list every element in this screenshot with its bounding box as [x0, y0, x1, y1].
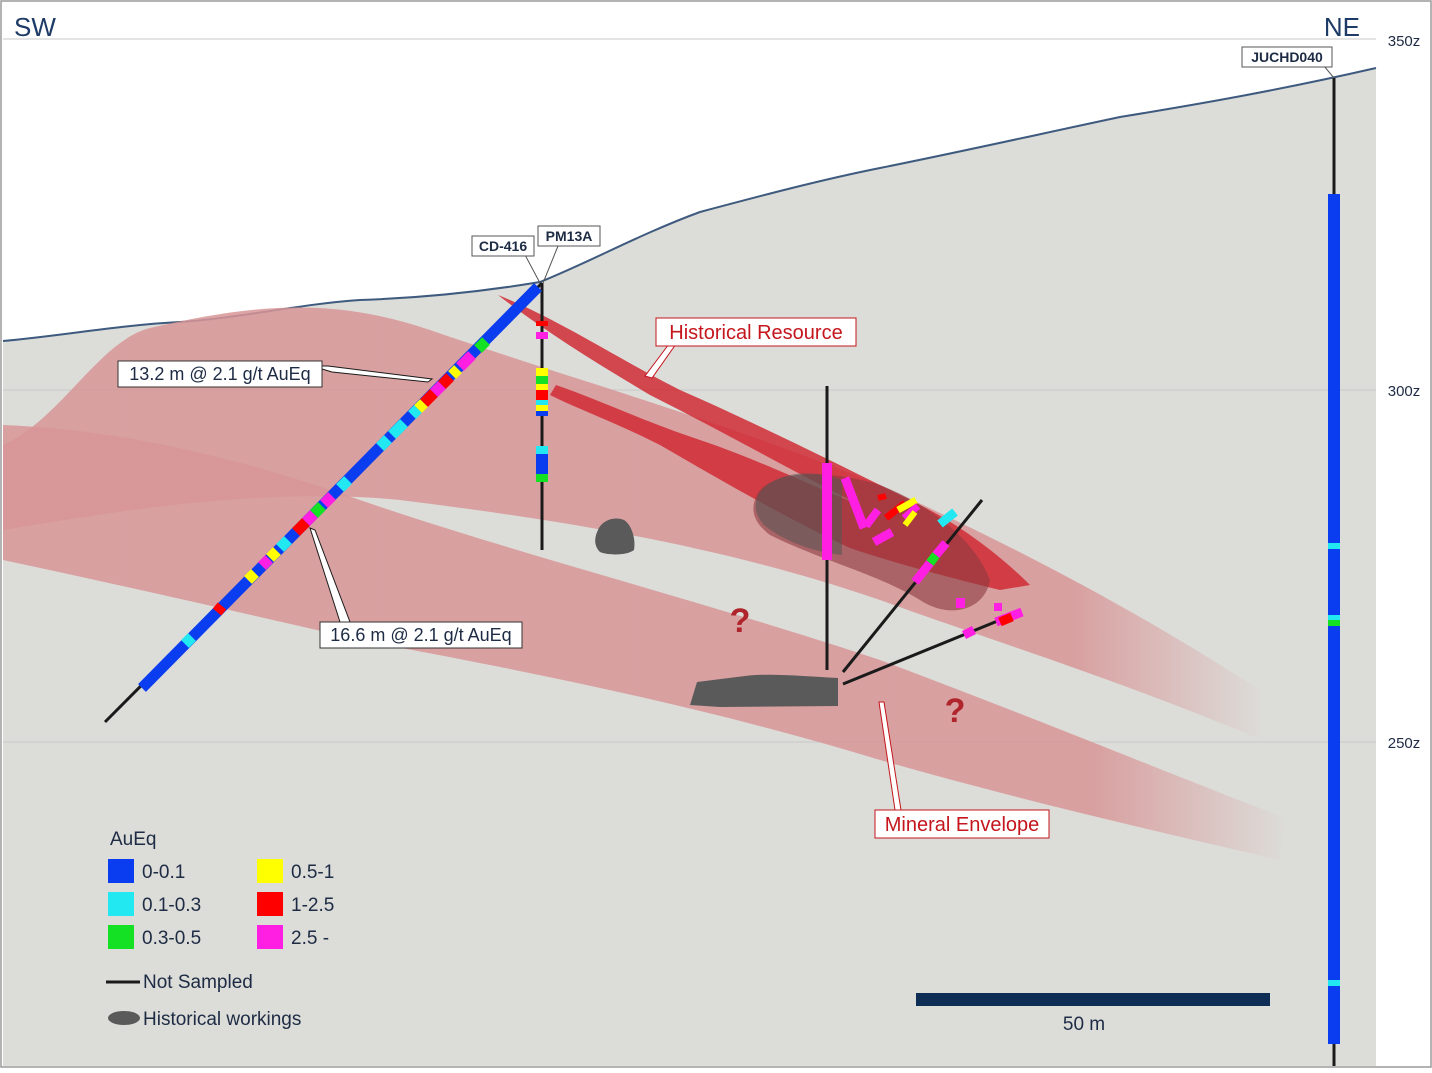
elevation-label-300: 300z: [1388, 383, 1421, 400]
historical-resource-label: Historical Resource: [669, 322, 842, 344]
legend-bin-label-4: 1-2.5: [291, 895, 334, 916]
legend-bin-label-0: 0-0.1: [142, 862, 185, 883]
upper-intercept-box: [117, 360, 323, 388]
legend-bin-label-5: 2.5 -: [291, 928, 329, 949]
historical-working-3: [755, 473, 842, 555]
legend: AuEq 0-0.1 0.1-0.3 0.3-0.5 0.5-1 1-2.5 2…: [106, 829, 334, 1030]
mineral-envelope-label: Mineral Envelope: [885, 814, 1040, 836]
mineral-envelope-lower: [3, 425, 1285, 860]
historical-workings-icon: [108, 1011, 140, 1025]
upper-intercept-label: 13.2 m @ 2.1 g/t AuEq: [129, 364, 310, 384]
hole-trace-mid-inclined: [841, 499, 984, 673]
legend-bin-label-2: 0.3-0.5: [142, 928, 201, 949]
legend-swatch-5: [257, 925, 283, 949]
legend-swatch-0: [108, 859, 134, 883]
legend-swatch-4: [257, 892, 283, 916]
pm13a-leader: [542, 245, 559, 284]
cd416-tag-box: [471, 235, 535, 257]
upper-intercept-leader: [321, 365, 434, 383]
historical-workings-label: Historical workings: [143, 1009, 301, 1030]
pm13a-label: PM13A: [546, 228, 593, 244]
legend-title: AuEq: [110, 829, 156, 850]
historical-working-1: [595, 518, 635, 555]
uncertain-marker-1: ?: [730, 602, 751, 640]
lower-intercept-label: 16.6 m @ 2.1 g/t AuEq: [330, 625, 511, 645]
legend-bin-label-1: 0.1-0.3: [142, 895, 201, 916]
historical-resource-box: [655, 317, 857, 347]
juchd040-label: JUCHD040: [1251, 49, 1323, 65]
juchd040-tag-box: [1241, 46, 1333, 68]
juchd040-leader: [1323, 65, 1335, 79]
elevation-label-350: 350z: [1388, 33, 1421, 50]
cd416-assay-column: [138, 283, 542, 692]
scale-bar-label: 50 m: [1063, 1014, 1105, 1035]
orientation-right: NE: [1324, 12, 1360, 42]
elevation-label-250: 250z: [1388, 735, 1421, 752]
cd416-leader: [523, 252, 541, 284]
scale-bar: [916, 993, 1270, 1006]
legend-bin-label-3: 0.5-1: [291, 862, 334, 883]
uncertain-marker-2: ?: [945, 692, 966, 730]
pm13a-tag-box: [537, 225, 601, 247]
not-sampled-label: Not Sampled: [143, 972, 253, 993]
juchd040-assay-column: [1328, 194, 1340, 1044]
legend-swatch-3: [257, 859, 283, 883]
mineral-envelope-upper: [3, 307, 1262, 740]
legend-swatch-1: [108, 892, 134, 916]
legend-swatch-2: [108, 925, 134, 949]
cd416-label: CD-416: [479, 238, 527, 254]
mineral-envelope-box: [874, 809, 1050, 839]
historical-working-2: [690, 674, 838, 707]
mid-section-assays: [822, 463, 1024, 640]
orientation-left: SW: [14, 12, 56, 42]
pm13a-assay-column: [536, 321, 548, 482]
lower-intercept-box: [319, 621, 523, 649]
